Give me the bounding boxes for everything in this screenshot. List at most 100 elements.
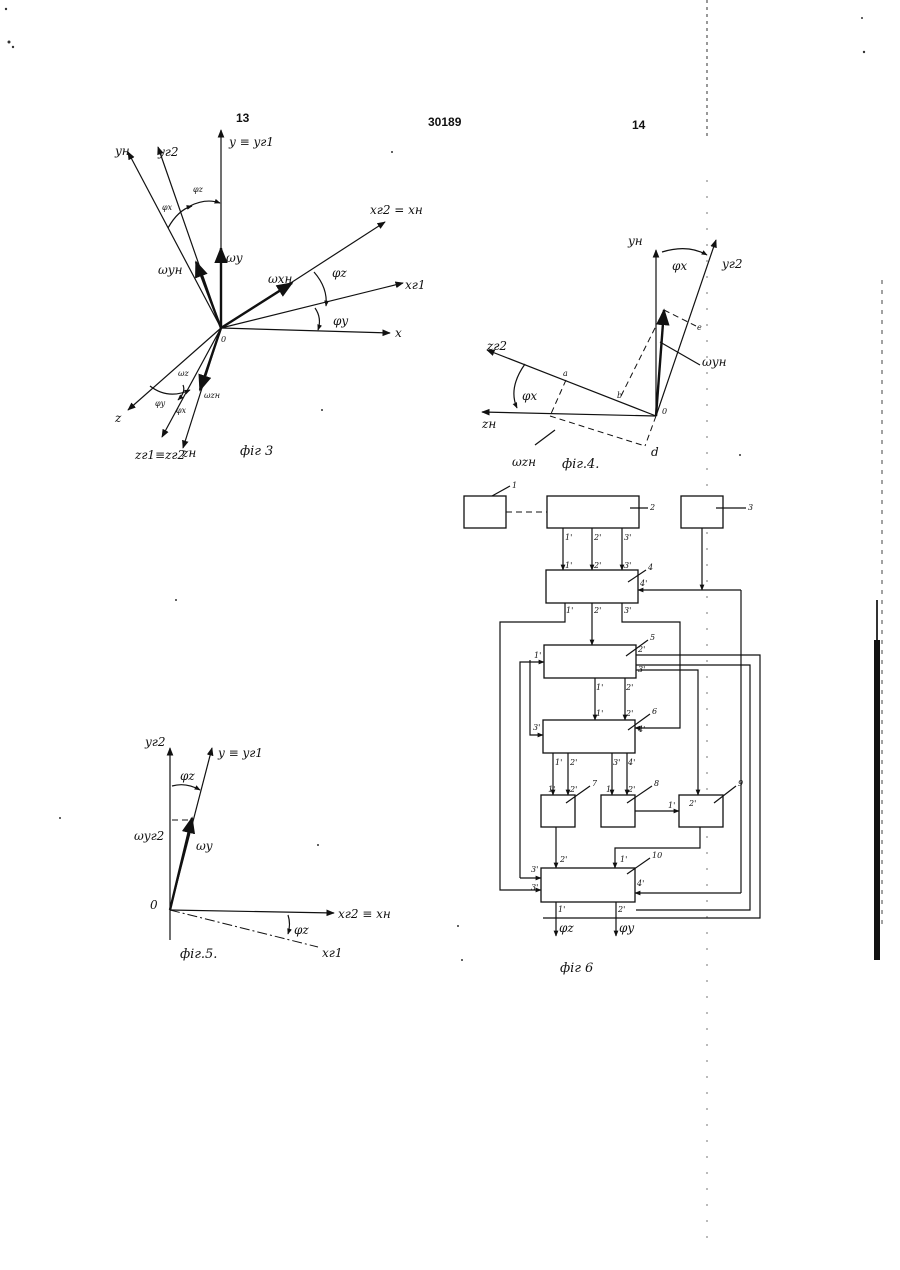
label-phi-z-bottom: φz bbox=[294, 923, 309, 937]
label-zn: zн bbox=[181, 446, 196, 460]
projection-line-bottom bbox=[550, 416, 645, 446]
label-e: e bbox=[697, 323, 702, 332]
label-a: a bbox=[563, 369, 568, 378]
figure-6-caption: фіг 6 bbox=[560, 961, 593, 976]
svg-text:2': 2' bbox=[637, 645, 645, 654]
block-8-number: 8 bbox=[654, 779, 659, 788]
output-phi-z: φz bbox=[559, 921, 574, 935]
label-phi-x-low: φx bbox=[176, 406, 187, 415]
label-phi-y-low: φy bbox=[155, 399, 166, 408]
omega-y-n-vector bbox=[656, 310, 664, 416]
output-phi-y: φy bbox=[619, 921, 634, 935]
label-phi-z-top: φz bbox=[180, 769, 195, 783]
block-5 bbox=[544, 645, 636, 678]
label-phi-y-mid: φy bbox=[333, 314, 348, 328]
block-1 bbox=[464, 496, 506, 528]
label-zn: zн bbox=[481, 417, 496, 431]
label-origin: 0 bbox=[150, 898, 158, 912]
svg-text:2': 2' bbox=[688, 799, 696, 808]
block-3 bbox=[681, 496, 723, 528]
svg-text:2': 2' bbox=[569, 785, 577, 794]
label-d: d bbox=[651, 445, 659, 459]
svg-text:1': 1' bbox=[548, 785, 555, 794]
label-omega-z-n: ωzн bbox=[512, 455, 536, 469]
label-xg2-xn: xг2 ≡ xн bbox=[338, 907, 391, 921]
zg2-axis bbox=[487, 350, 656, 416]
svg-text:3': 3' bbox=[624, 606, 631, 615]
omega-y-n-vector bbox=[196, 262, 221, 328]
svg-text:3': 3' bbox=[531, 865, 538, 874]
label-zg2: zг2 bbox=[486, 339, 507, 353]
label-yg2: yг2 bbox=[157, 145, 178, 159]
label-yn: yн bbox=[627, 234, 643, 248]
label-omega-z-n: ωzн bbox=[204, 391, 220, 400]
svg-text:1': 1' bbox=[534, 651, 541, 660]
label-z: z bbox=[114, 411, 122, 425]
omega-z-leader-line bbox=[535, 430, 555, 445]
label-b: b bbox=[617, 391, 622, 400]
svg-text:4': 4' bbox=[627, 758, 635, 767]
block-4 bbox=[546, 570, 638, 603]
svg-text:4': 4' bbox=[639, 579, 647, 588]
svg-text:2': 2' bbox=[627, 785, 635, 794]
svg-text:2': 2' bbox=[625, 709, 633, 718]
block-10 bbox=[541, 868, 635, 902]
svg-text:4': 4' bbox=[637, 725, 645, 734]
svg-text:3': 3' bbox=[613, 758, 620, 767]
label-omega-y-n: ωyн bbox=[158, 263, 183, 277]
label-omega-y: ωy bbox=[196, 839, 213, 853]
phi-z-arc-bottom bbox=[288, 915, 290, 934]
svg-text:1': 1' bbox=[566, 606, 573, 615]
phi-z-arc-top bbox=[190, 201, 220, 206]
label-omega-y-n: ωyн bbox=[702, 355, 727, 369]
phi-x-arc-top bbox=[662, 249, 707, 255]
phi-y-arc-mid bbox=[315, 308, 319, 330]
label-omega-y-g2: ωyг2 bbox=[134, 829, 164, 843]
block-2-number: 2 bbox=[649, 503, 655, 512]
svg-text:2': 2' bbox=[593, 606, 601, 615]
svg-text:1': 1' bbox=[596, 683, 603, 692]
block-3-number: 3 bbox=[748, 503, 753, 512]
label-x: x bbox=[395, 326, 402, 340]
label-xg2-xn: xг2 = xн bbox=[370, 203, 423, 217]
block-6 bbox=[543, 720, 635, 753]
svg-text:1': 1' bbox=[596, 709, 603, 718]
svg-text:1': 1' bbox=[565, 533, 572, 542]
svg-text:3': 3' bbox=[638, 665, 645, 674]
label-yg2: yг2 bbox=[721, 257, 742, 271]
svg-text:3': 3' bbox=[624, 561, 631, 570]
svg-text:2': 2' bbox=[593, 561, 601, 570]
svg-text:2': 2' bbox=[617, 905, 625, 914]
block-9 bbox=[679, 795, 723, 827]
label-y-yg1: y ≡ yг1 bbox=[217, 746, 263, 760]
svg-text:1': 1' bbox=[668, 801, 675, 810]
block-4-number: 4 bbox=[647, 563, 653, 572]
label-omega-y: ωy bbox=[226, 251, 243, 265]
xg1-axis bbox=[221, 283, 403, 328]
label-xg1: xг1 bbox=[322, 946, 342, 960]
block-8 bbox=[601, 795, 635, 827]
figure-5-caption: фіг.5. bbox=[180, 947, 217, 962]
x-axis bbox=[221, 328, 390, 333]
label-phi-x-left: φx bbox=[522, 389, 537, 403]
label-phi-x-top: φx bbox=[162, 203, 173, 212]
svg-text:2': 2' bbox=[625, 683, 633, 692]
svg-text:4': 4' bbox=[636, 879, 644, 888]
svg-text:3': 3' bbox=[533, 723, 540, 732]
figure-4-caption: фіг.4. bbox=[562, 457, 599, 472]
block-2 bbox=[547, 496, 639, 528]
svg-text:1': 1' bbox=[555, 758, 562, 767]
omega-x-n-vector bbox=[221, 283, 292, 328]
svg-text:3': 3' bbox=[531, 883, 538, 892]
label-phi-z-top: φz bbox=[193, 185, 204, 194]
figure-5: yг2 y ≡ yг1 φz ωyг2 ωy 0 xг2 ≡ xн φz xг1… bbox=[134, 735, 391, 962]
svg-text:1': 1' bbox=[558, 905, 565, 914]
label-omega-x-n: ωxн bbox=[268, 272, 293, 286]
label-phi-z-mid: φz bbox=[332, 266, 347, 280]
label-yn: yн bbox=[114, 144, 130, 158]
figure-6: 1 2 3 4 5 6 7 8 9 10 1' 2' 3' 1' 2' 3' 4… bbox=[464, 481, 760, 976]
svg-text:2': 2' bbox=[569, 758, 577, 767]
label-zg1-zg2: zг1≡zг2 bbox=[134, 448, 185, 462]
svg-text:2': 2' bbox=[593, 533, 601, 542]
